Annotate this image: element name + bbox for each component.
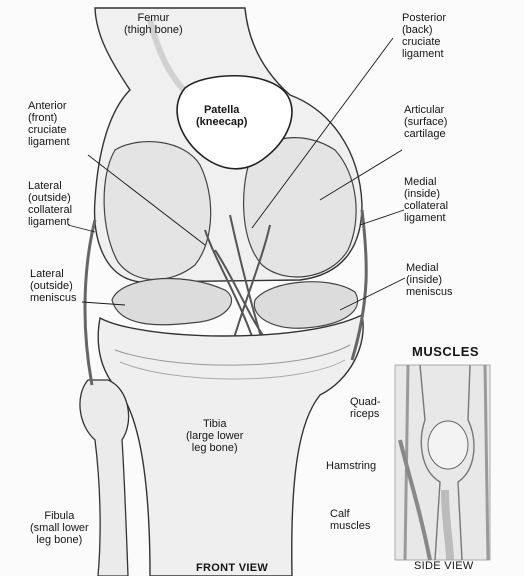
lateral-condyle <box>104 142 211 280</box>
side-view-inset <box>395 365 490 560</box>
label-tibia: Tibia (large lower leg bone) <box>186 418 243 454</box>
heading-front-view: FRONT VIEW <box>196 562 268 574</box>
heading-side-view: SIDE VIEW <box>414 560 474 572</box>
label-posterior-cruciate: Posterior (back) cruciate ligament <box>402 12 446 60</box>
lateral-meniscus-shape <box>112 279 232 325</box>
label-lateral-meniscus: Lateral (outside) meniscus <box>30 268 76 304</box>
label-quadriceps: Quad- riceps <box>350 396 381 420</box>
label-femur: Femur (thigh bone) <box>124 12 183 36</box>
label-anterior-cruciate: Anterior (front) cruciate ligament <box>28 100 70 148</box>
label-calf-muscles: Calf muscles <box>330 508 370 532</box>
label-patella: Patella (kneecap) <box>196 104 247 128</box>
label-medial-meniscus: Medial (inside) meniscus <box>406 262 452 298</box>
medial-meniscus-shape <box>254 282 357 329</box>
label-lateral-collateral: Lateral (outside) collateral ligament <box>28 180 72 228</box>
label-articular-cartilage: Articular (surface) cartilage <box>404 104 447 140</box>
fibula-bone <box>80 380 129 576</box>
heading-muscles: MUSCLES <box>412 346 479 358</box>
label-medial-collateral: Medial (inside) collateral ligament <box>404 176 448 224</box>
label-fibula: Fibula (small lower leg bone) <box>30 510 89 546</box>
label-hamstring: Hamstring <box>326 460 376 472</box>
